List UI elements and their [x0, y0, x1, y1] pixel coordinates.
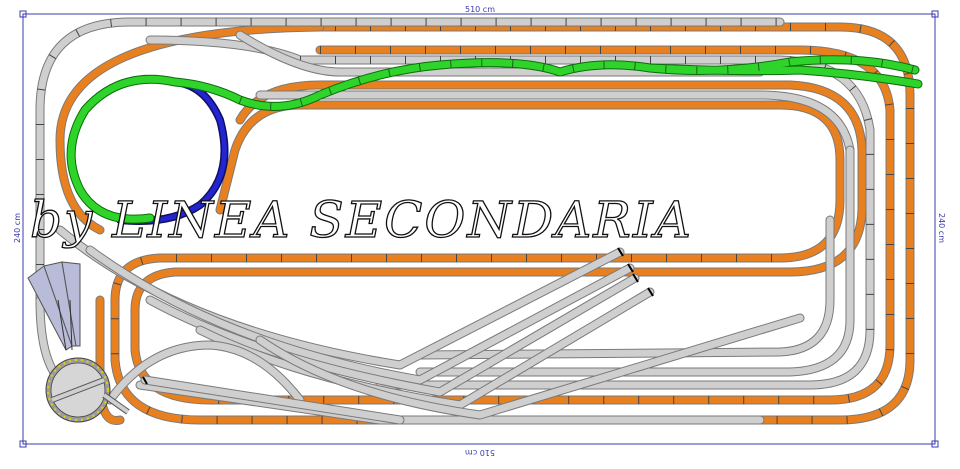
main-line-double-track: [55, 22, 915, 425]
branch-line: [66, 55, 923, 224]
station-tracks: [35, 17, 875, 425]
dimension-bottom: 510 cm: [465, 448, 495, 457]
engine-shed: [27, 261, 81, 351]
watermark-text: by LINEA SECONDARIA: [30, 191, 693, 249]
bottom-dimension-tick-right: [931, 440, 939, 448]
top-dimension-tick-right: [931, 10, 939, 18]
helix: [116, 78, 229, 225]
turntable: [45, 357, 130, 423]
buffer-stops: [142, 247, 654, 385]
bottom-dimension-tick-left: [19, 440, 27, 448]
dimension-right: 240 cm: [937, 213, 946, 243]
dimension-top: 510 cm: [465, 5, 495, 14]
top-dimension-tick-left: [19, 10, 27, 18]
dimension-left: 240 cm: [13, 213, 22, 243]
